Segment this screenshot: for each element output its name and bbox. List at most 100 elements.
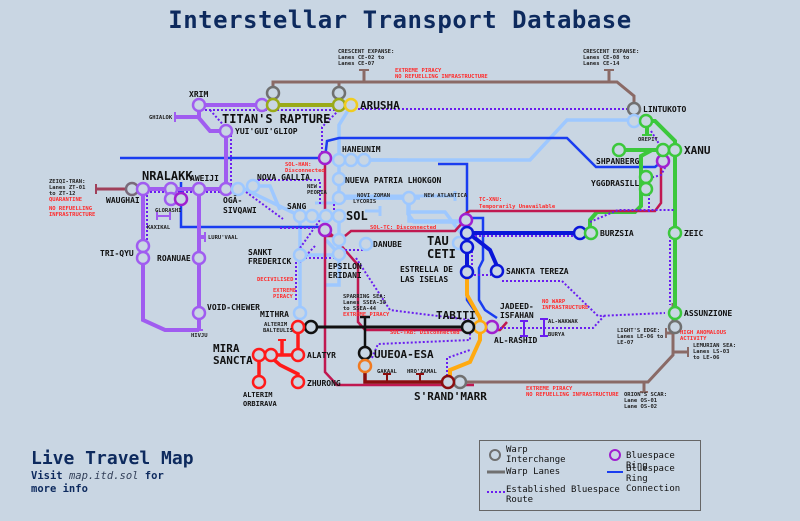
station-xrim[interactable]: [191, 97, 207, 113]
blue-ring-tau-2[interactable]: [467, 216, 498, 320]
route-burzsia-zeic[interactable]: [589, 209, 675, 223]
crimson-tc-xnu[interactable]: [462, 166, 663, 217]
ring-tau[interactable]: [458, 212, 474, 228]
orange-estrella-srandmarr[interactable]: [448, 272, 482, 380]
blue-ring-north[interactable]: [120, 136, 667, 169]
light-blue-nova-gallia[interactable]: [237, 184, 341, 287]
map-link[interactable]: map.itd.sol: [68, 470, 139, 482]
station-arusha-olive[interactable]: [331, 97, 347, 113]
station-sang-2[interactable]: [304, 208, 320, 224]
station-shpanberg[interactable]: [611, 142, 627, 158]
station-arusha[interactable]: [343, 97, 359, 113]
warp-lane-north[interactable]: [271, 80, 636, 103]
station-nueva-patria[interactable]: [331, 171, 347, 187]
label-sankta-tereza: SANKTA TEREZA: [506, 267, 569, 276]
ring-sol[interactable]: [317, 222, 333, 238]
route-epsilon-tabiti[interactable]: [355, 257, 471, 321]
route-sankt-sol[interactable]: [299, 219, 321, 249]
station-sol-1[interactable]: [318, 208, 334, 224]
station-lintukoto-lb[interactable]: [626, 113, 642, 129]
station-tau-1[interactable]: [459, 225, 475, 241]
station-nueva-sol[interactable]: [331, 190, 347, 206]
station-xanu-2[interactable]: [667, 142, 683, 158]
label-burzsia: BURZSIA: [600, 229, 634, 238]
route-titans-sol[interactable]: [321, 109, 340, 157]
station-titans-olive[interactable]: [265, 97, 281, 113]
nowarp-1: NO WARP: [542, 299, 566, 305]
station-tabiti[interactable]: [460, 319, 476, 335]
station-danube[interactable]: [331, 246, 347, 262]
route-nova-peoria[interactable]: [258, 179, 321, 206]
warp-interchange-srandmarr[interactable]: [452, 374, 468, 390]
station-haneunim-2[interactable]: [343, 152, 359, 168]
station-mira-black[interactable]: [303, 319, 319, 335]
station-alterim-orb[interactable]: [251, 374, 267, 390]
station-nralakk[interactable]: [135, 181, 151, 197]
station-tau-2[interactable]: [459, 239, 475, 255]
station-alterim-balt[interactable]: [290, 319, 306, 335]
ring-alrashid[interactable]: [484, 319, 500, 335]
route-sankta-assunzione[interactable]: [502, 280, 666, 318]
station-novi[interactable]: [401, 190, 417, 206]
station-xanu-1[interactable]: [655, 142, 671, 158]
station-oga-blue[interactable]: [230, 181, 246, 197]
warp-interchange-arusha[interactable]: [331, 85, 347, 101]
station-danube-2[interactable]: [358, 236, 374, 252]
label-nova-gallia: NOVA GALLIA: [257, 173, 310, 182]
station-sol-2[interactable]: [331, 208, 347, 224]
station-haneunim-1[interactable]: [331, 152, 347, 168]
light-blue-haneunim-east[interactable]: [351, 118, 634, 162]
station-alatyr[interactable]: [290, 347, 306, 363]
station-uueoa-esa[interactable]: [357, 345, 373, 361]
ls-line3: to LE-06: [693, 355, 720, 361]
station-ygg-1[interactable]: [638, 169, 654, 185]
warp-interchange-assunzione[interactable]: [667, 319, 683, 335]
station-tabiti-orange[interactable]: [472, 319, 488, 335]
station-uueoa-orange[interactable]: [357, 358, 373, 374]
label-nueva-patria: NUEVA PATRIA LHOKGON: [345, 176, 442, 185]
station-assunzione[interactable]: [667, 305, 683, 321]
station-sankt[interactable]: [292, 247, 308, 263]
route-uueoa-tabiti[interactable]: [371, 328, 471, 359]
station-sol-3[interactable]: [331, 232, 347, 248]
label-estrella-2: LAS ISELAS: [400, 275, 448, 284]
route-alrashid-assunzione[interactable]: [500, 315, 605, 329]
station-lintukoto-green[interactable]: [638, 113, 654, 129]
station-sang-1[interactable]: [292, 208, 308, 224]
station-srandmarr[interactable]: [440, 374, 456, 390]
label-al-wakwak: AL-WAKWAK: [548, 319, 578, 325]
green-ygg-burzsia[interactable]: [588, 148, 653, 233]
station-mira-2[interactable]: [263, 347, 279, 363]
route-ygg-dot[interactable]: [649, 130, 668, 179]
station-zhurong[interactable]: [290, 374, 306, 390]
station-tri-qyu-2[interactable]: [135, 250, 151, 266]
station-mira-1[interactable]: [251, 347, 267, 363]
station-estrella[interactable]: [459, 264, 475, 280]
ring-haneunim[interactable]: [317, 150, 333, 166]
warp-interchange-titans[interactable]: [265, 85, 281, 101]
station-nova-gallia[interactable]: [245, 178, 261, 194]
zt-warning-2: INFRASTRUCTURE: [49, 212, 95, 218]
station-zeic[interactable]: [667, 225, 683, 241]
station-haneunim-lb[interactable]: [356, 152, 372, 168]
label-roanuae: ROANUAE: [157, 254, 191, 263]
station-yui[interactable]: [218, 123, 234, 139]
route-srandmarr-tabiti[interactable]: [446, 349, 471, 376]
light-blue-sol-tau[interactable]: [410, 210, 462, 234]
station-burzsia[interactable]: [583, 225, 599, 241]
station-mithra[interactable]: [292, 305, 308, 321]
station-void-chewer[interactable]: [191, 305, 207, 321]
station-tri-qyu-1[interactable]: [135, 238, 151, 254]
station-roanuae[interactable]: [191, 250, 207, 266]
sol-tc: SOL-TC: Disconnected: [370, 225, 436, 231]
nowarp-2: INFRASTRUCTURE: [542, 305, 588, 311]
warp-interchange-lintukoto[interactable]: [626, 101, 642, 117]
crimson-sol-han[interactable]: [323, 161, 474, 387]
station-oga[interactable]: [218, 181, 234, 197]
sol-han-2: Disconnected: [285, 168, 325, 174]
station-sankta-tereza[interactable]: [489, 263, 505, 279]
ring-nralakk[interactable]: [173, 191, 189, 207]
live-travel-map-title: Live Travel Map: [31, 448, 194, 469]
station-ygg-2[interactable]: [638, 181, 654, 197]
station-aweiji[interactable]: [191, 181, 207, 197]
